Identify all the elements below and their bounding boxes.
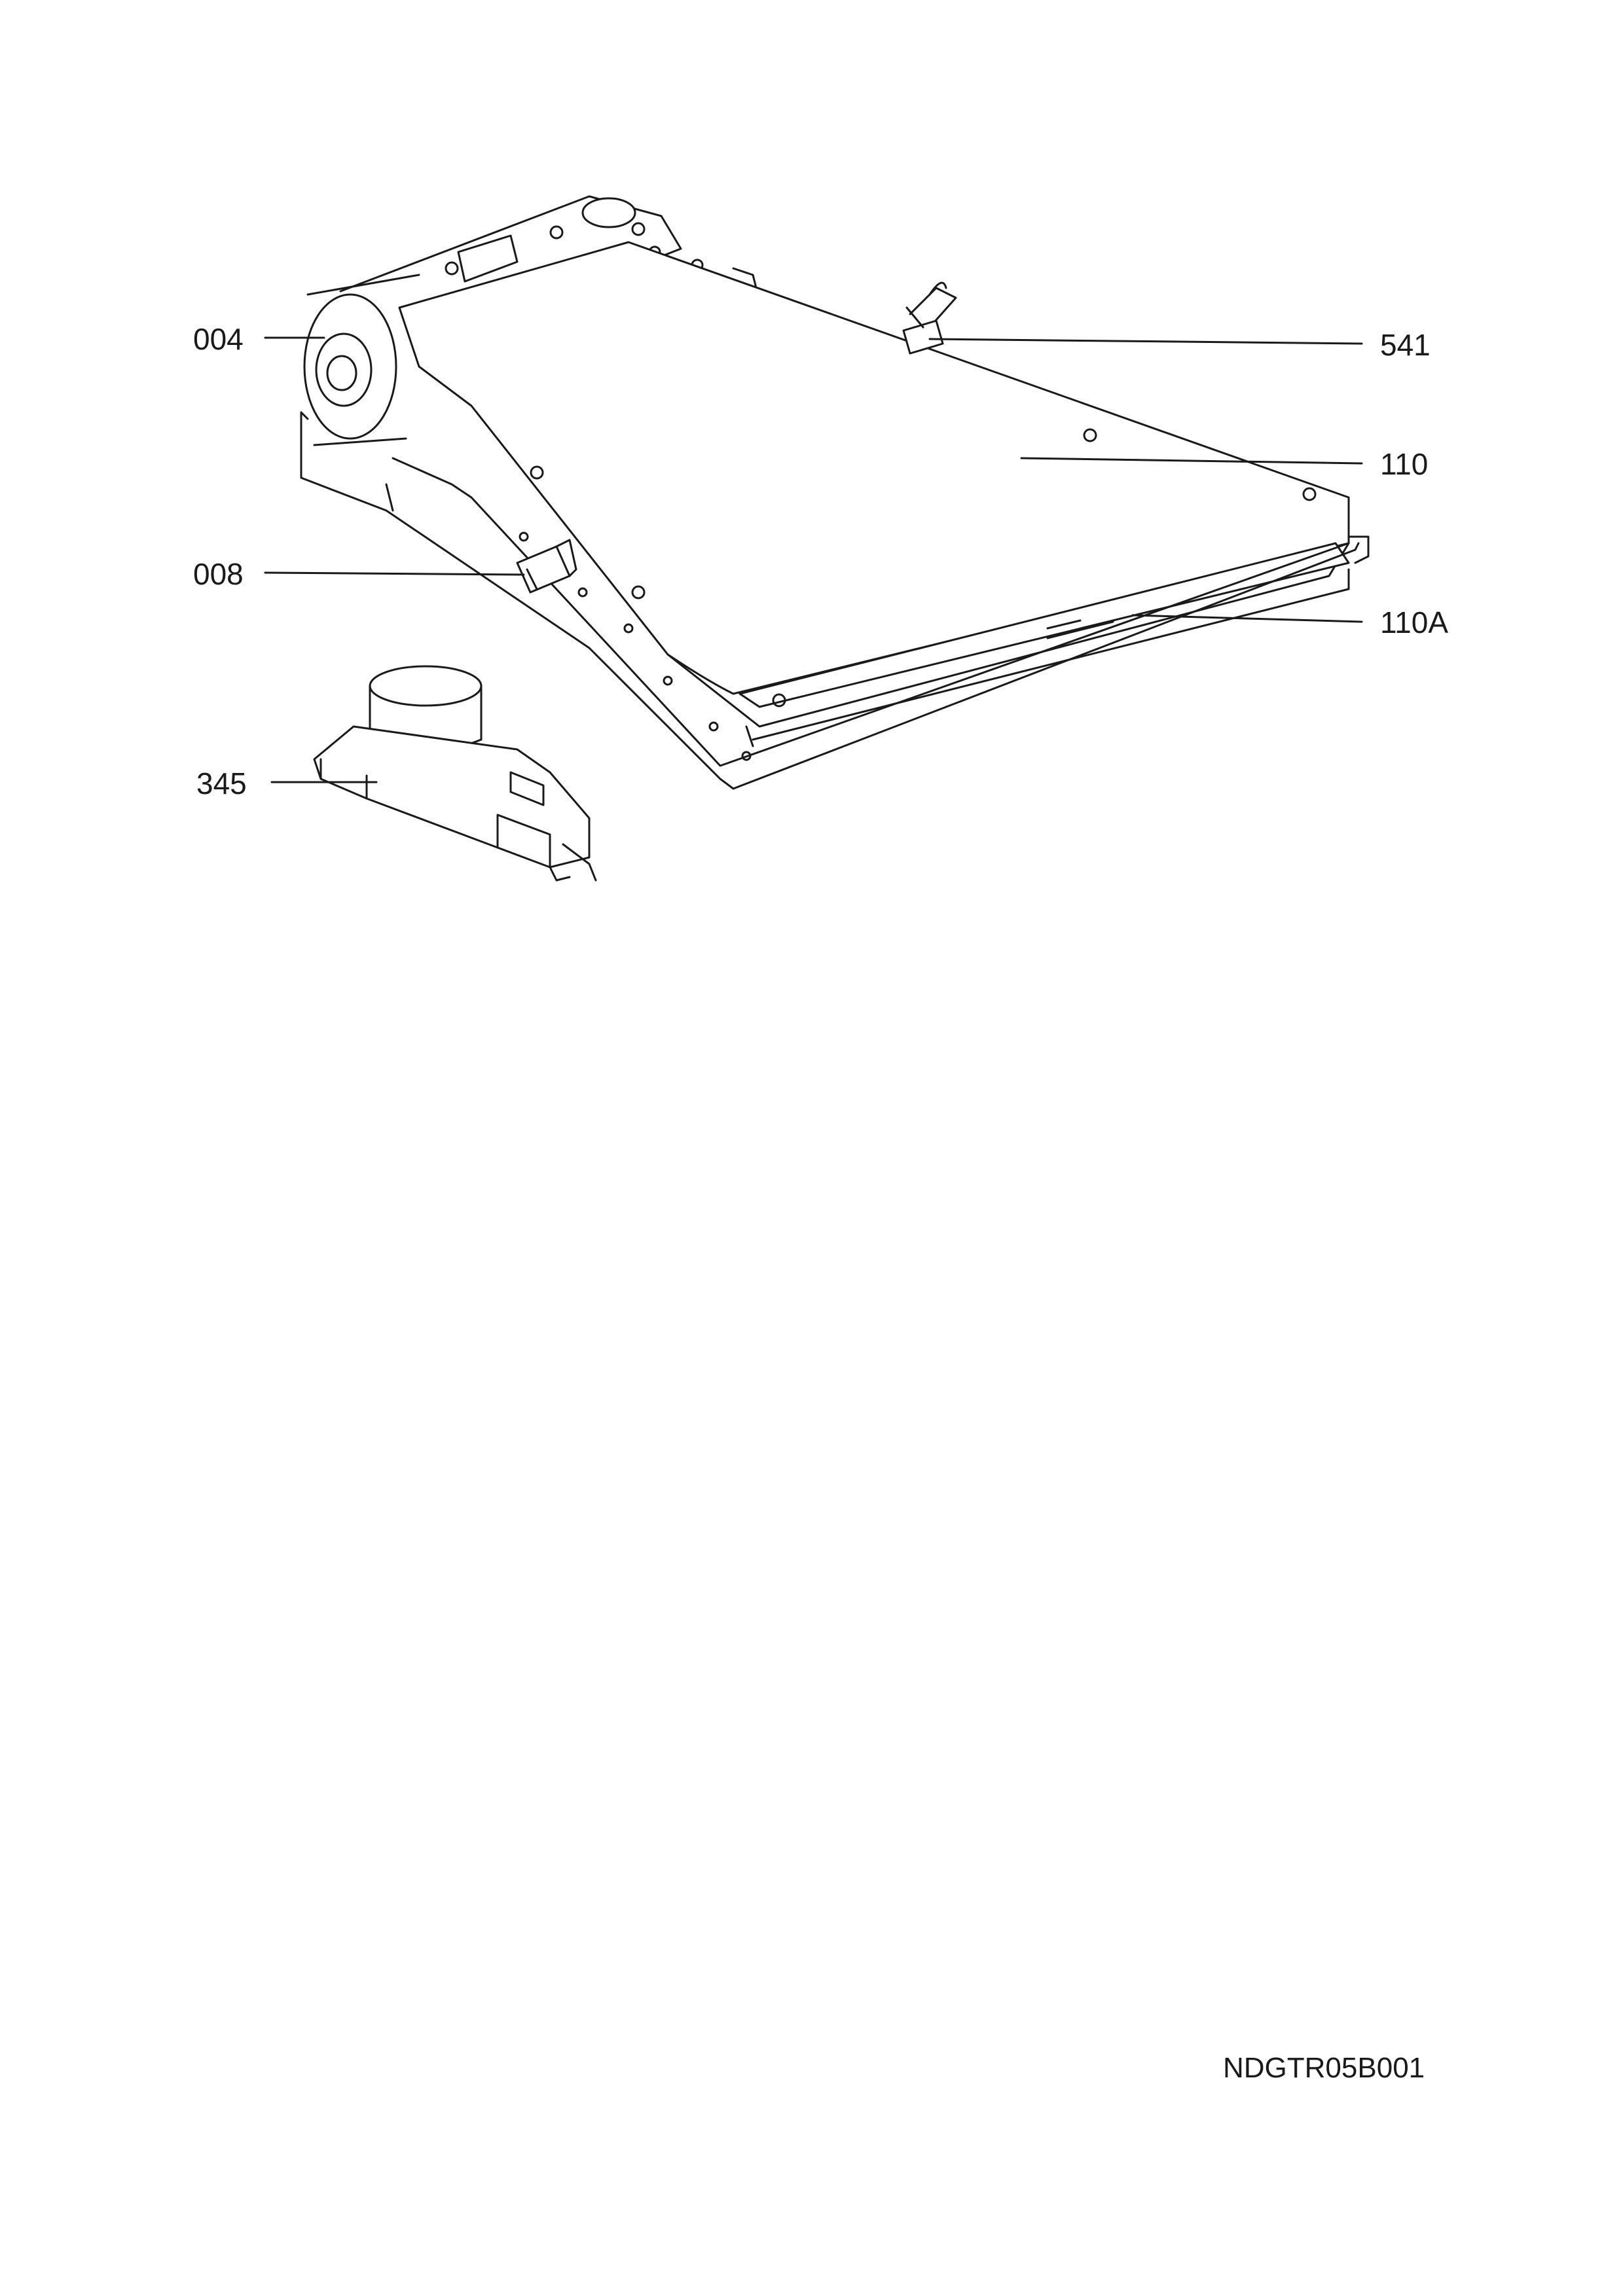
timer-module-345 <box>313 665 597 882</box>
callout-345: 345 <box>196 766 247 800</box>
cavity-frame-110a <box>300 411 1370 790</box>
callout-008: 008 <box>193 557 244 591</box>
callout-004: 004 <box>193 322 244 356</box>
leader-110a <box>1131 614 1363 623</box>
leader-110 <box>1020 457 1363 465</box>
leader-lines <box>264 336 1363 783</box>
leader-541 <box>928 338 1363 345</box>
callout-541: 541 <box>1380 328 1431 362</box>
drawing-code: NDGTR05B001 <box>1223 2052 1425 2084</box>
callout-110: 110 <box>1380 447 1429 481</box>
cable-clamp-541 <box>902 281 957 355</box>
leader-008 <box>264 571 525 576</box>
callout-110a: 110A <box>1380 605 1449 639</box>
thermostat-008 <box>516 539 577 594</box>
cavity-top-plate-110 <box>398 241 1350 747</box>
